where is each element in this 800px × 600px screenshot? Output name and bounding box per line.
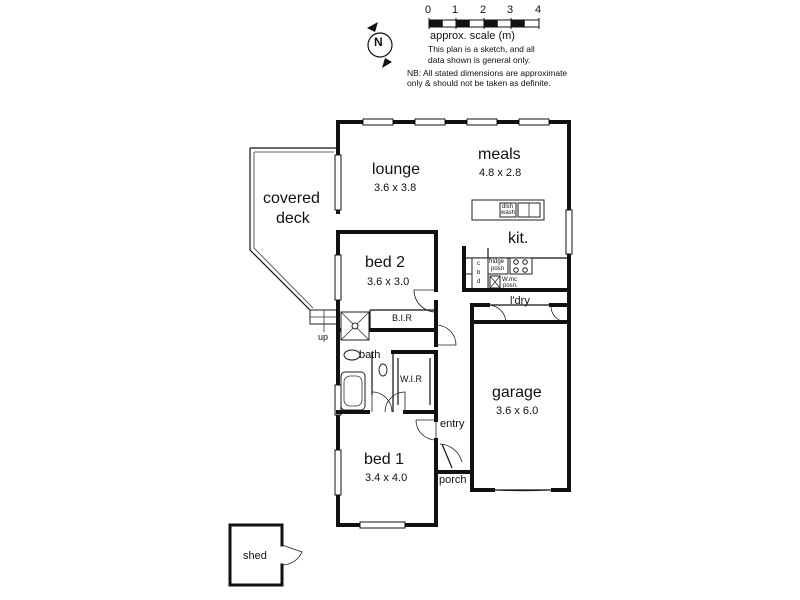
room-kitchen-name: kit. <box>508 230 529 247</box>
covered-deck-outline <box>249 147 338 313</box>
windows <box>334 118 573 529</box>
room-covered-deck-name-1: covered <box>263 190 320 207</box>
scale-label: approx. scale (m) <box>430 30 515 42</box>
entry-walls <box>415 324 474 474</box>
room-bed1-name: bed 1 <box>364 451 405 468</box>
disclaimer-line-3: NB: All stated dimensions are approximat… <box>407 68 568 78</box>
deck-steps <box>309 309 339 325</box>
garage-door <box>492 489 554 492</box>
scale-tick-2: 2 <box>480 4 487 16</box>
north-arrow-icon <box>367 22 393 68</box>
room-bath-name: bath <box>359 349 381 361</box>
scale-tick-1: 1 <box>452 4 459 16</box>
room-lounge-name: lounge <box>372 161 421 178</box>
kitchen-walls <box>462 199 571 324</box>
disclaimer-line-1: This plan is a sketch, and all <box>428 44 535 54</box>
room-entry-name: entry <box>440 418 465 430</box>
scale-tick-0: 0 <box>425 4 432 16</box>
cupboard-label-c: c <box>477 261 480 267</box>
dishwasher-label-1: dish <box>502 204 514 210</box>
room-bed1-dims: 3.4 x 4.0 <box>365 472 408 484</box>
cupboard-label-b: b <box>477 270 481 276</box>
room-laundry-name: l'dry <box>510 295 530 307</box>
room-covered-deck-name-2: deck <box>276 210 310 227</box>
room-shed-name: shed <box>243 550 267 562</box>
room-garage-name: garage <box>492 384 542 401</box>
room-bed2-dims: 3.6 x 3.0 <box>367 276 410 288</box>
room-bir-name: B.I.R <box>392 313 413 323</box>
room-wir-name: W.I.R <box>400 374 422 384</box>
bathroom-fixtures <box>336 311 393 414</box>
compass-letter: N <box>374 35 383 49</box>
room-meals-dims: 4.8 x 2.8 <box>479 167 522 179</box>
disclaimer-line-2: data shown is general only. <box>428 55 531 65</box>
deck-up-label: up <box>318 332 329 342</box>
washer-label-1: W.mc <box>502 277 517 283</box>
room-bed2-name: bed 2 <box>365 254 406 271</box>
cupboard-label-d: d <box>477 279 481 285</box>
wir-walls <box>384 350 438 414</box>
scale-tick-3: 3 <box>507 4 514 16</box>
room-garage-dims: 3.6 x 6.0 <box>496 405 539 417</box>
room-lounge-dims: 3.6 x 3.8 <box>374 182 417 194</box>
scale-bar <box>428 18 540 29</box>
dishwasher-label-2: wash <box>501 210 516 216</box>
scale-tick-4: 4 <box>535 4 542 16</box>
washer-label-2: posn. <box>503 283 518 289</box>
fridge-label-1: fridge <box>489 259 505 265</box>
disclaimer-line-4: only & should not be taken as definite. <box>407 78 551 88</box>
room-porch-name: porch <box>439 474 467 486</box>
fridge-label-2: posn <box>491 266 505 272</box>
room-meals-name: meals <box>478 146 521 163</box>
shed-outline <box>228 523 303 587</box>
